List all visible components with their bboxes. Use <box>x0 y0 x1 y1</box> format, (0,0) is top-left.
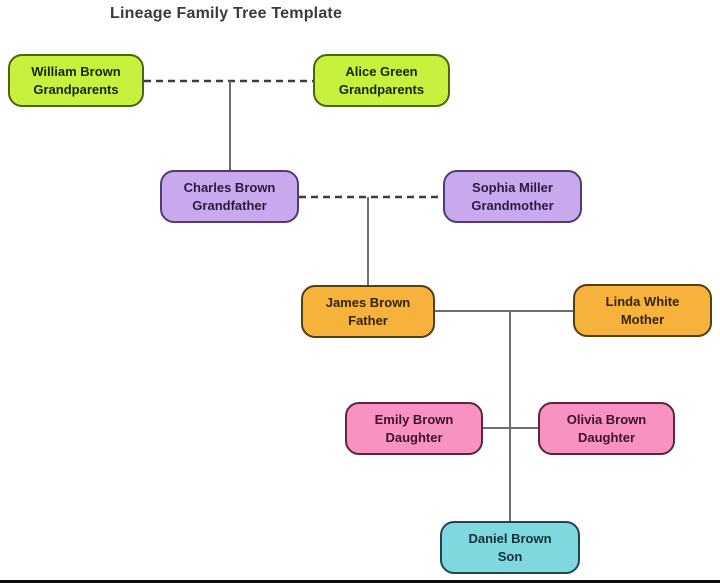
person-name: Olivia Brown <box>566 411 647 427</box>
person-name: Sophia Miller <box>472 179 553 195</box>
person-name: James Brown <box>325 294 411 310</box>
family-node-william[interactable]: William Brown Grandparents <box>8 54 144 107</box>
diagram-title: Lineage Family Tree Template <box>110 5 343 22</box>
family-node-linda[interactable]: Linda White Mother <box>573 284 712 337</box>
bottom-edge-bar <box>0 580 720 583</box>
family-node-sophia[interactable]: Sophia Miller Grandmother <box>443 170 582 223</box>
person-name: Daniel Brown <box>468 530 552 546</box>
family-node-alice[interactable]: Alice Green Grandparents <box>313 54 450 107</box>
person-role: Daughter <box>577 429 636 445</box>
person-name: Alice Green <box>345 63 418 79</box>
person-role: Son <box>497 548 523 564</box>
person-role: Daughter <box>385 429 443 445</box>
person-role: Father <box>348 312 388 328</box>
person-name: Linda White <box>605 293 680 309</box>
person-name: Emily Brown <box>374 411 454 427</box>
family-node-charles[interactable]: Charles Brown Grandfather <box>160 170 299 223</box>
person-name: William Brown <box>31 63 121 79</box>
family-node-james[interactable]: James Brown Father <box>301 285 435 338</box>
person-role: Mother <box>620 311 665 327</box>
person-role: Grandmother <box>471 197 554 213</box>
family-node-daniel[interactable]: Daniel Brown Son <box>440 521 580 574</box>
person-role: Grandfather <box>192 197 267 213</box>
family-node-olivia[interactable]: Olivia Brown Daughter <box>538 402 675 455</box>
family-node-emily[interactable]: Emily Brown Daughter <box>345 402 483 455</box>
person-name: Charles Brown <box>183 179 276 195</box>
person-role: Grandparents <box>33 81 119 97</box>
person-role: Grandparents <box>338 81 425 97</box>
